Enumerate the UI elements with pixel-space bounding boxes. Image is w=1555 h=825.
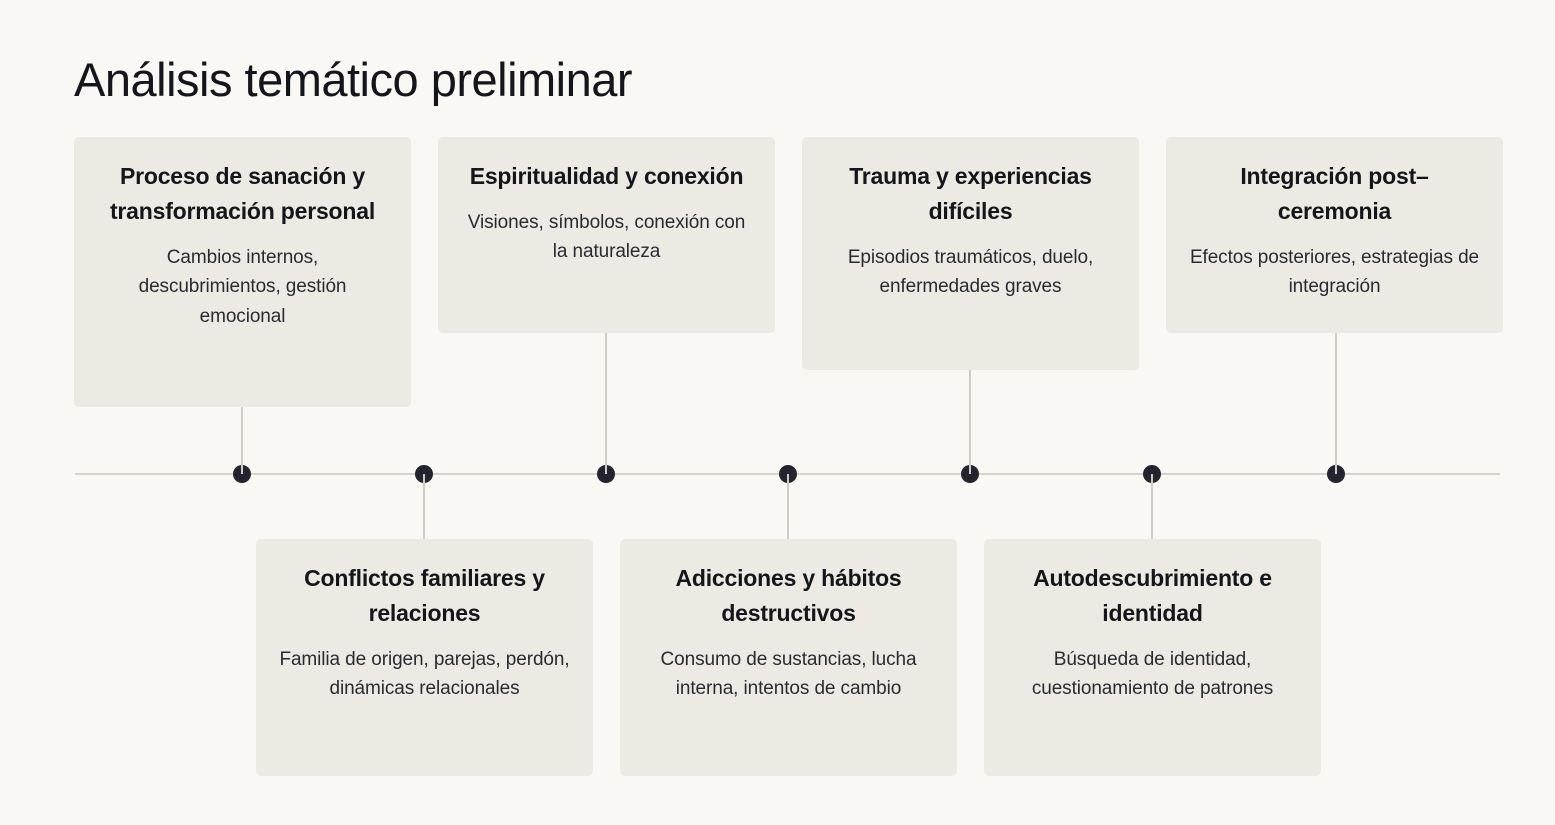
connector-line-6 xyxy=(1151,474,1153,539)
connector-line-7 xyxy=(1335,333,1337,474)
card-description: Cambios internos, descubrimientos, gesti… xyxy=(138,246,347,327)
card-description: Familia de origen, parejas, perdón, diná… xyxy=(279,648,570,700)
connector-line-3 xyxy=(605,333,607,474)
timeline-dot-3[interactable] xyxy=(597,465,615,483)
connector-line-1 xyxy=(241,407,243,474)
connector-line-2 xyxy=(423,474,425,539)
card-title: Autodescubrimiento e identidad xyxy=(1033,565,1272,626)
card-title: Proceso de sanación y transformación per… xyxy=(109,163,376,224)
card-description: Consumo de sustancias, lucha interna, in… xyxy=(660,648,917,700)
connector-line-4 xyxy=(787,474,789,539)
card-description: Visiones, símbolos, conexión con la natu… xyxy=(467,211,746,263)
card-title: Adicciones y hábitos destructivos xyxy=(675,565,902,626)
card-title: Espiritualidad y conexión xyxy=(469,163,744,189)
timeline-dot-1[interactable] xyxy=(233,465,251,483)
card-description: Búsqueda de identidad, cuestionamiento d… xyxy=(1031,648,1274,700)
timeline-dot-5[interactable] xyxy=(961,465,979,483)
card-title: Conflictos familiares y relaciones xyxy=(304,565,545,626)
page-title: Análisis temático preliminar xyxy=(74,53,633,107)
card-title: Trauma y experiencias difíciles xyxy=(849,163,1092,224)
card-title: Integración post–ceremonia xyxy=(1240,163,1429,224)
card-description: Episodios traumáticos, duelo, enfermedad… xyxy=(847,246,1094,298)
theme-card-proceso-sanacion[interactable]: Proceso de sanación y transformación per… xyxy=(74,137,411,407)
timeline-dot-7[interactable] xyxy=(1327,465,1345,483)
card-description: Efectos posteriores, estrategias de inte… xyxy=(1189,246,1480,298)
connector-line-5 xyxy=(969,370,971,474)
